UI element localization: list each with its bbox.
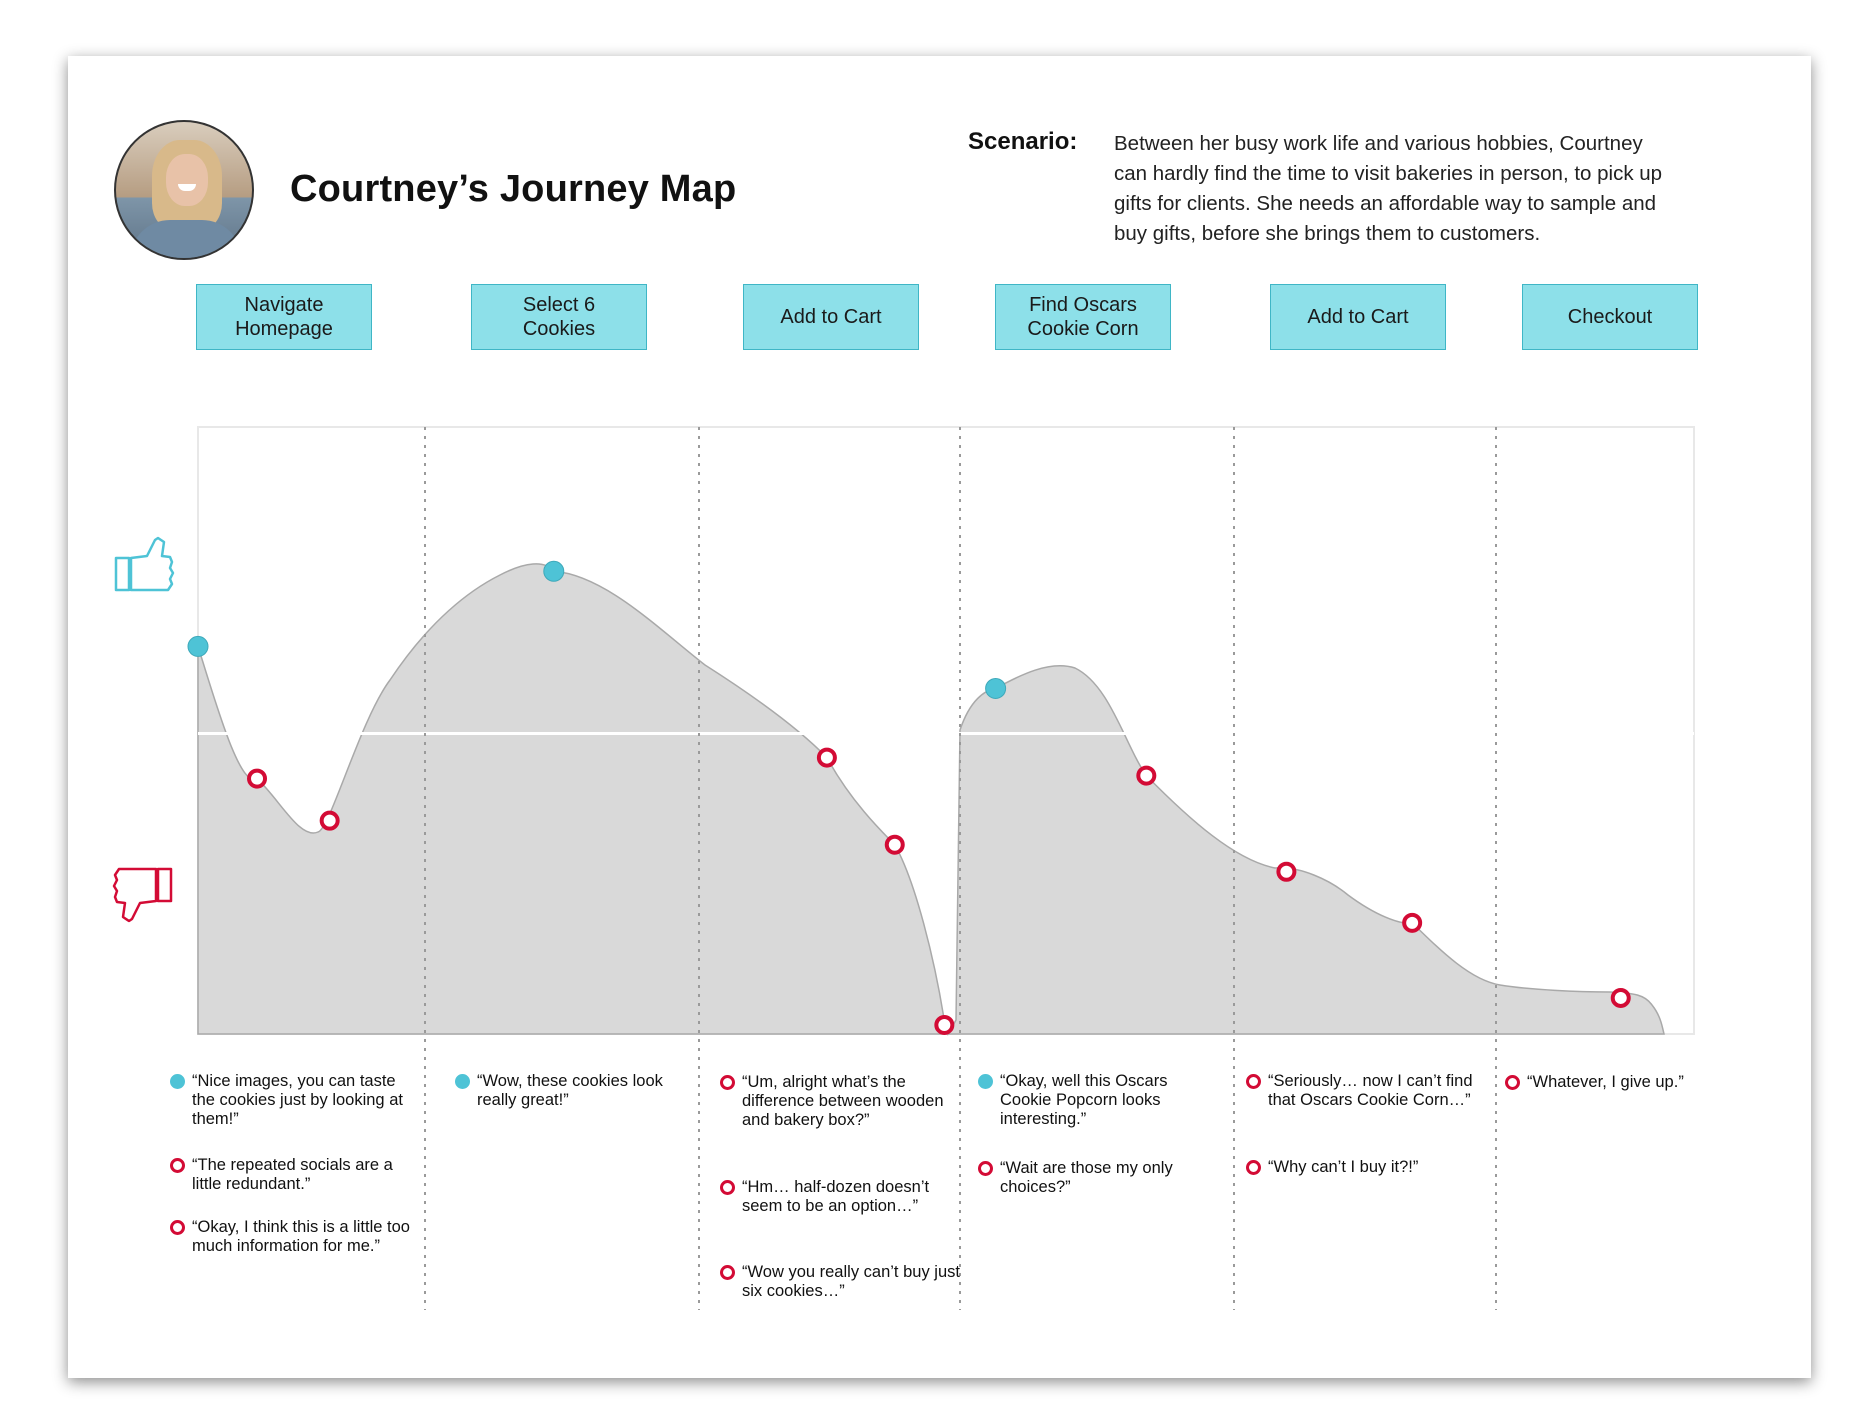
quote-text: “Wait are those my only choices?” xyxy=(1000,1159,1173,1196)
thumbs-up-icon xyxy=(114,536,175,592)
quote-text: “Wow you really can’t buy just six cooki… xyxy=(742,1263,960,1300)
quote-text: “Hm… half-dozen doesn’t seem to be an op… xyxy=(742,1178,930,1215)
negative-point xyxy=(319,810,340,831)
negative-point xyxy=(247,768,268,789)
stage-find-oscars-cookie-corn: Find Oscars Cookie Corn xyxy=(995,284,1171,350)
quote-item: “Seriously… now I can’t find that Oscars… xyxy=(1246,1072,1486,1110)
page-title: Courtney’s Journey Map xyxy=(290,168,737,210)
quote-text: “Okay, I think this is a little too much… xyxy=(192,1218,410,1255)
quote-item: “The repeated socials are a little redun… xyxy=(170,1156,420,1194)
negative-point xyxy=(884,834,905,855)
quote-item: “Nice images, you can taste the cookies … xyxy=(170,1072,420,1129)
negative-marker-icon xyxy=(978,1161,993,1176)
emotion-area xyxy=(197,563,1665,1036)
quote-text: “Okay, well this Oscars Cookie Popcorn l… xyxy=(1000,1072,1168,1128)
avatar xyxy=(114,120,254,260)
negative-point xyxy=(934,1014,955,1035)
stage-add-to-cart-2: Add to Cart xyxy=(1270,284,1446,350)
quote-item: “Wow, these cookies look really great!” xyxy=(455,1072,695,1110)
quote-text: “Nice images, you can taste the cookies … xyxy=(192,1072,403,1128)
negative-point xyxy=(1402,912,1423,933)
quote-text: “The repeated socials are a little redun… xyxy=(192,1156,393,1193)
negative-point xyxy=(816,747,837,768)
quote-text: “Seriously… now I can’t find that Oscars… xyxy=(1268,1072,1473,1109)
negative-marker-icon xyxy=(720,1180,735,1195)
quote-text: “Wow, these cookies look really great!” xyxy=(477,1072,663,1109)
quote-text: “Whatever, I give up.” xyxy=(1527,1073,1684,1091)
quote-text: “Um, alright what’s the difference betwe… xyxy=(742,1073,944,1129)
stage-checkout: Checkout xyxy=(1522,284,1698,350)
negative-marker-icon xyxy=(170,1158,185,1173)
stage-add-to-cart-1: Add to Cart xyxy=(743,284,919,350)
positive-marker-icon xyxy=(978,1074,993,1089)
positive-point xyxy=(985,677,1007,699)
negative-point xyxy=(1610,987,1631,1008)
scenario-text: Between her busy work life and various h… xyxy=(1114,132,1663,245)
negative-marker-icon xyxy=(1505,1075,1520,1090)
quote-item: “Why can’t I buy it?!” xyxy=(1246,1158,1486,1177)
quote-item: “Whatever, I give up.” xyxy=(1505,1073,1705,1092)
stage-navigate-homepage: Navigate Homepage xyxy=(196,284,372,350)
negative-point xyxy=(1136,765,1157,786)
negative-point xyxy=(1276,861,1297,882)
stage-select-cookies: Select 6 Cookies xyxy=(471,284,647,350)
quote-item: “Okay, well this Oscars Cookie Popcorn l… xyxy=(978,1072,1218,1129)
quote-item: “Hm… half-dozen doesn’t seem to be an op… xyxy=(720,1178,960,1216)
negative-marker-icon xyxy=(1246,1074,1261,1089)
negative-marker-icon xyxy=(720,1075,735,1090)
negative-marker-icon xyxy=(720,1265,735,1280)
scenario-label: Scenario: xyxy=(968,128,1078,155)
quote-item: “Um, alright what’s the difference betwe… xyxy=(720,1073,960,1130)
quote-item: “Wait are those my only choices?” xyxy=(978,1159,1218,1197)
positive-point xyxy=(187,635,209,657)
positive-marker-icon xyxy=(455,1074,470,1089)
positive-marker-icon xyxy=(170,1074,185,1089)
quote-text: “Why can’t I buy it?!” xyxy=(1268,1158,1419,1176)
journey-map-card: Courtney’s Journey Map Scenario: Between… xyxy=(68,56,1811,1378)
quote-item: “Okay, I think this is a little too much… xyxy=(170,1218,420,1256)
thumbs-down-icon xyxy=(112,867,173,923)
quote-item: “Wow you really can’t buy just six cooki… xyxy=(720,1263,960,1301)
positive-point xyxy=(543,560,565,582)
negative-marker-icon xyxy=(1246,1160,1261,1175)
negative-marker-icon xyxy=(170,1220,185,1235)
